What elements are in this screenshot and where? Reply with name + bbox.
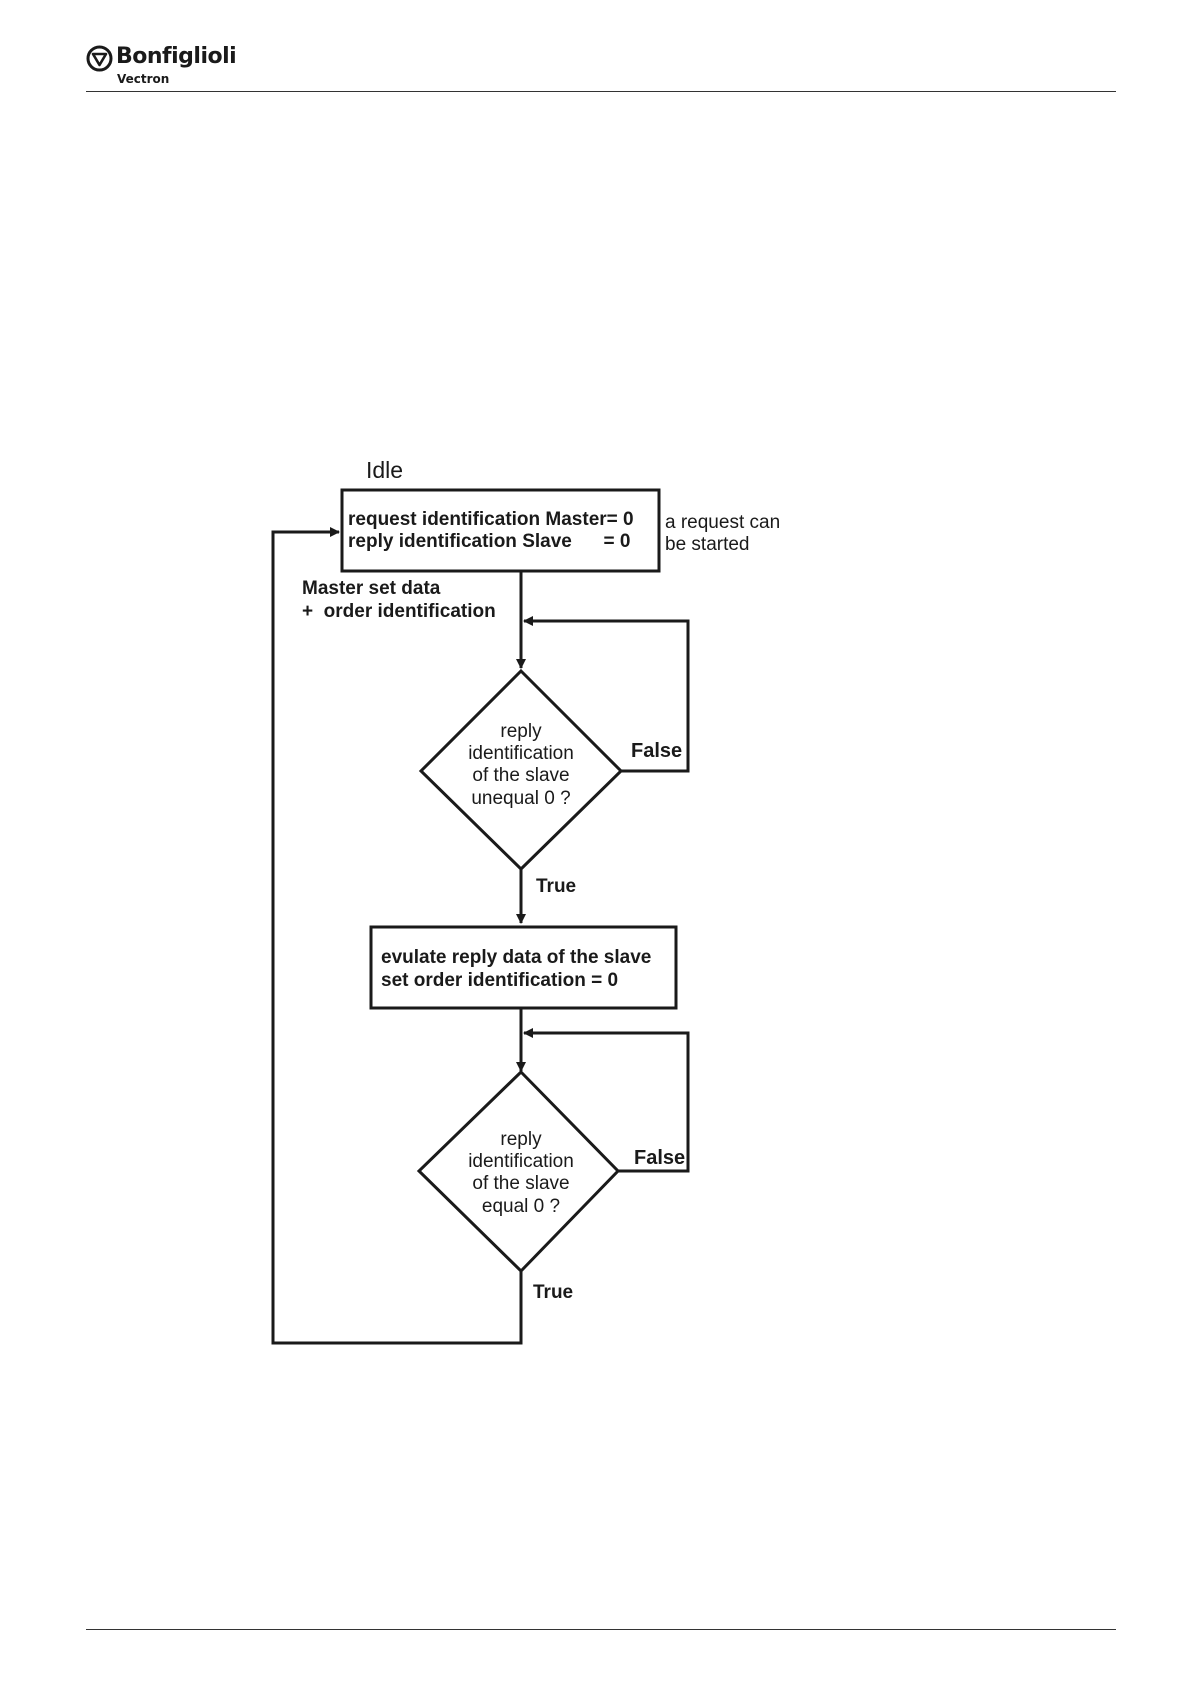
brand-name: Bonfiglioli [116,44,237,69]
decision1-false-label: False [631,740,682,762]
decision1-line-3: of the slave [472,765,569,786]
decision2-false-label: False [634,1147,685,1169]
page-header: Bonfiglioli Vectron [86,42,1116,92]
decision2-false-loop [523,1028,690,1173]
idle-box-line-1: request identification Master= 0 [348,509,634,530]
idle-note-line-1: a request can [665,512,780,533]
state-title-idle: Idle [366,457,403,483]
bonfiglioli-logo-icon [86,45,113,72]
decision1-true-label: True [536,876,576,897]
decision2-true-return-loop [271,527,523,1345]
decision2-line-3: of the slave [472,1173,569,1194]
idle-box-line-2: reply identification Slave = 0 [348,531,630,552]
decision2-line-4: equal 0 ? [482,1196,560,1217]
decision1-false-loop [523,616,690,773]
master-action-line-1: Master set data [302,578,441,599]
decision1-line-4: unequal 0 ? [471,788,570,809]
header-rule [86,91,1116,92]
decision2-line-1: reply [500,1129,542,1150]
master-action-line-2: + order identification [302,601,496,622]
decision1-line-2: identification [468,743,574,764]
footer-rule [86,1629,1116,1630]
evaluate-box-line-1: evulate reply data of the slave [381,947,651,968]
brand-sub-name: Vectron [117,72,170,86]
idle-note-line-2: be started [665,534,750,555]
evaluate-reply-box [369,925,678,1010]
idle-state-box [340,488,661,573]
decision2-true-label: True [533,1282,573,1303]
decision1-line-1: reply [500,721,542,742]
evaluate-box-line-2: set order identification = 0 [381,970,618,991]
decision2-line-2: identification [468,1151,574,1172]
